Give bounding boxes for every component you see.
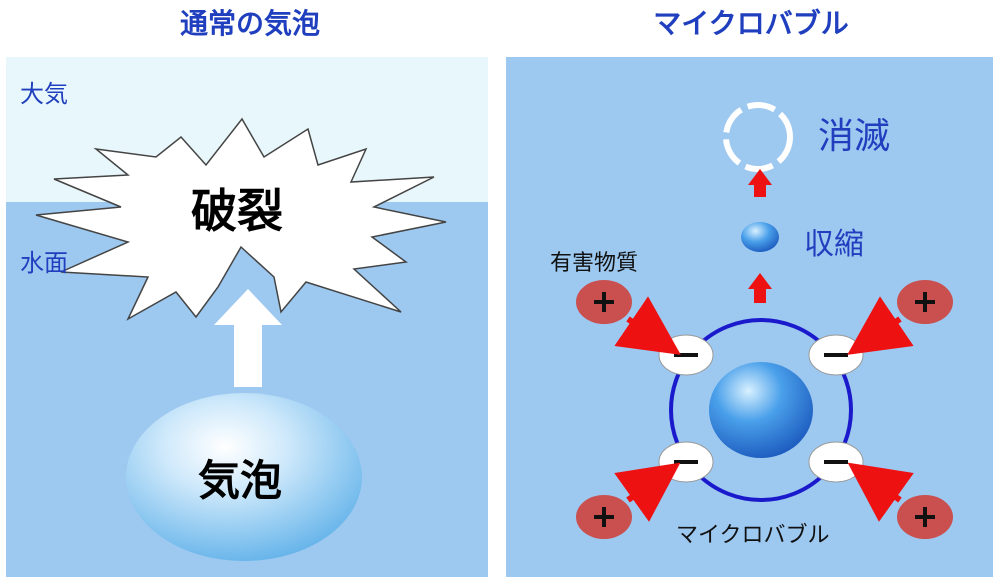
negative-ion: [658, 441, 714, 483]
atmosphere-label: 大気: [20, 80, 68, 108]
burst-star-shape: [35, 117, 447, 321]
negative-ion: [808, 334, 864, 376]
shrunk-bubble-shape: [741, 222, 779, 252]
microbubble-label: マイクロバブル: [676, 523, 830, 548]
microbubble-panel: 消滅 収縮 有害物質 マイクロバブル: [506, 57, 993, 577]
microbubble-graphic: [576, 102, 953, 539]
ordinary-bubble-panel: 大気 水面 破裂 気泡: [6, 57, 488, 577]
attraction-arrow: [847, 296, 914, 355]
ordinary-bubble-graphic: [35, 117, 447, 561]
attraction-arrow: [847, 462, 914, 522]
negative-ion: [658, 334, 714, 376]
charge-ring: [669, 318, 853, 502]
bubble-shape: [126, 393, 362, 561]
positive-ion: [897, 280, 953, 324]
vanished-bubble-outline: [723, 102, 793, 172]
positive-ion: [576, 280, 632, 324]
shrink-label: 収縮: [804, 227, 864, 262]
water-surface-label: 水面: [20, 249, 68, 277]
harmful-substances-label: 有害物質: [550, 251, 639, 276]
bubble-label: 気泡: [198, 456, 283, 505]
negative-ion: [808, 441, 864, 483]
left-panel-title: 通常の気泡: [179, 7, 320, 40]
attraction-arrow: [614, 462, 681, 522]
up-arrow-to-shrink: [748, 273, 772, 303]
right-panel-title: マイクロバブル: [653, 7, 849, 40]
positive-ion: [897, 495, 953, 539]
burst-label: 破裂: [191, 184, 283, 238]
up-arrow: [214, 289, 282, 387]
vanish-label: 消滅: [818, 116, 891, 157]
attraction-arrow: [614, 296, 681, 355]
microbubble-shape: [709, 362, 813, 458]
positive-ion: [576, 495, 632, 539]
up-arrow-to-vanish: [748, 169, 772, 197]
